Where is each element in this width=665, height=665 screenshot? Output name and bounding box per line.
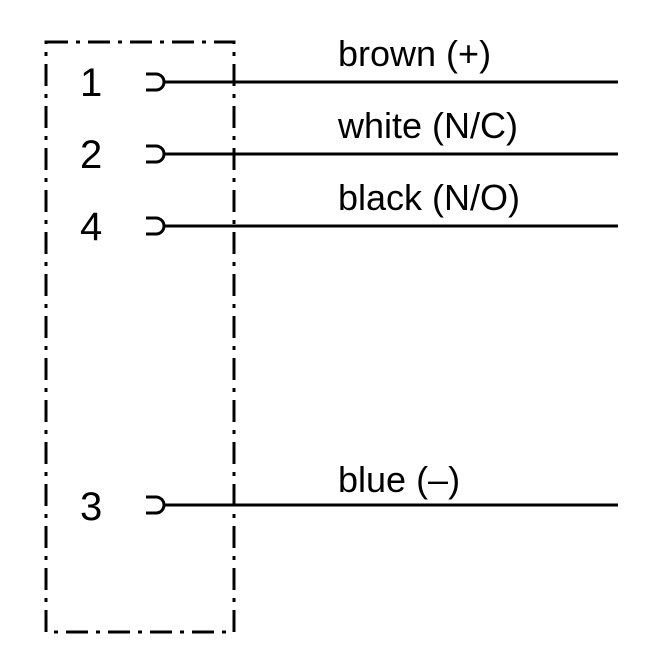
pin-number: 1 — [80, 61, 102, 105]
connector-housing — [44, 40, 236, 634]
wire-label: white (N/C) — [337, 105, 518, 146]
pin-row-2: 2 white (N/C) — [80, 105, 618, 177]
socket-icon — [146, 216, 166, 236]
wire-label: black (N/O) — [338, 177, 520, 218]
pin-number: 3 — [80, 485, 102, 529]
pin-row-1: 1 brown (+) — [80, 33, 618, 105]
wire-label: blue (–) — [338, 459, 460, 500]
pin-row-3: 3 blue (–) — [80, 459, 618, 529]
pin-number: 4 — [80, 205, 102, 249]
pin-number: 2 — [80, 133, 102, 177]
socket-icon — [146, 144, 166, 164]
pin-row-4: 4 black (N/O) — [80, 177, 618, 249]
socket-icon — [146, 72, 166, 92]
socket-icon — [146, 495, 166, 515]
wire-label: brown (+) — [338, 33, 491, 74]
